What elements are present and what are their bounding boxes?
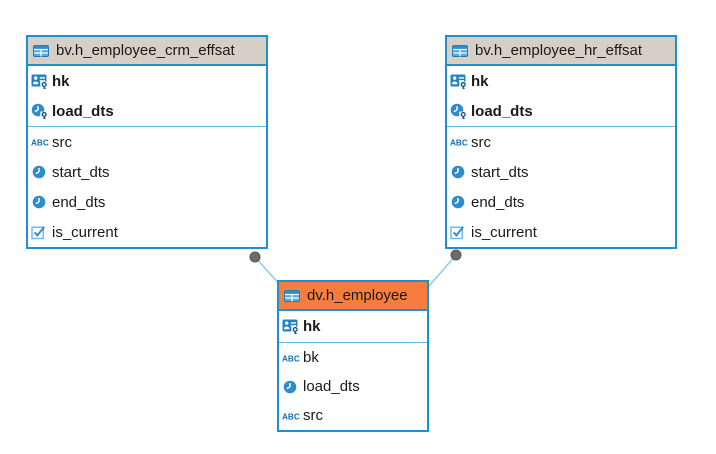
relationship-connector-crm[interactable] xyxy=(249,251,282,287)
column-name: load_dts xyxy=(52,102,114,120)
relationship-connector-hr[interactable] xyxy=(428,249,462,287)
hash-key-icon xyxy=(450,73,469,90)
column-name: bk xyxy=(303,349,319,366)
column-row-start-dts[interactable]: start_dts xyxy=(28,157,266,187)
column-name: hk xyxy=(303,318,321,335)
column-name: load_dts xyxy=(303,378,360,395)
column-row-src[interactable]: ABC src xyxy=(279,401,427,430)
table-dv-h-employee[interactable]: dv.h_employee hk ABC bk load_dts xyxy=(277,280,429,432)
column-name: is_current xyxy=(52,223,118,241)
column-name: src xyxy=(471,133,491,151)
timestamp-icon xyxy=(31,194,50,210)
column-name: start_dts xyxy=(471,163,529,181)
relationship-endpoint-dot[interactable] xyxy=(450,249,462,261)
column-row-end-dts[interactable]: end_dts xyxy=(28,187,266,217)
column-row-hk[interactable]: hk xyxy=(279,311,427,342)
boolean-icon xyxy=(31,224,50,240)
relationship-endpoint-dot[interactable] xyxy=(249,251,261,263)
timestamp-key-icon xyxy=(31,103,50,120)
timestamp-icon xyxy=(450,194,469,210)
column-name: load_dts xyxy=(471,102,533,120)
column-name: src xyxy=(52,133,72,151)
string-type-icon: ABC xyxy=(282,410,301,422)
column-name: src xyxy=(303,407,323,424)
table-title: dv.h_employee xyxy=(307,287,408,304)
key-section: hk load_dts xyxy=(28,66,266,126)
column-row-hk[interactable]: hk xyxy=(28,66,266,96)
column-name: hk xyxy=(52,72,70,90)
column-row-src[interactable]: ABC src xyxy=(447,127,675,157)
table-icon xyxy=(452,43,469,59)
table-title: bv.h_employee_hr_effsat xyxy=(475,42,643,59)
timestamp-icon xyxy=(450,164,469,180)
column-name: start_dts xyxy=(52,163,110,181)
table-icon xyxy=(33,43,50,59)
column-name: hk xyxy=(471,72,489,90)
column-row-load-dts[interactable]: load_dts xyxy=(28,96,266,126)
hash-key-icon xyxy=(282,318,301,335)
string-type-icon: ABC xyxy=(450,136,469,148)
timestamp-icon xyxy=(31,164,50,180)
column-section: ABC src start_dts end_dts is_c xyxy=(447,126,675,247)
column-row-load-dts[interactable]: load_dts xyxy=(447,96,675,126)
column-row-is-current[interactable]: is_current xyxy=(28,217,266,247)
column-row-load-dts[interactable]: load_dts xyxy=(279,372,427,401)
svg-text:ABC: ABC xyxy=(282,354,300,363)
column-row-hk[interactable]: hk xyxy=(447,66,675,96)
svg-text:ABC: ABC xyxy=(450,139,468,148)
column-row-is-current[interactable]: is_current xyxy=(447,217,675,247)
hash-key-icon xyxy=(31,73,50,90)
key-section: hk xyxy=(279,311,427,342)
key-section: hk load_dts xyxy=(447,66,675,126)
table-header[interactable]: bv.h_employee_crm_effsat xyxy=(28,37,266,66)
column-section: ABC src start_dts end_dts is_c xyxy=(28,126,266,247)
table-bv-h-employee-hr-effsat[interactable]: bv.h_employee_hr_effsat hk load_dts ABC xyxy=(445,35,677,249)
column-row-end-dts[interactable]: end_dts xyxy=(447,187,675,217)
column-row-src[interactable]: ABC src xyxy=(28,127,266,157)
table-title: bv.h_employee_crm_effsat xyxy=(56,42,235,59)
column-row-start-dts[interactable]: start_dts xyxy=(447,157,675,187)
svg-text:ABC: ABC xyxy=(31,139,49,148)
table-header[interactable]: bv.h_employee_hr_effsat xyxy=(447,37,675,66)
svg-text:ABC: ABC xyxy=(282,412,300,421)
column-name: end_dts xyxy=(52,193,106,211)
timestamp-icon xyxy=(282,379,301,395)
column-section: ABC bk load_dts ABC src xyxy=(279,342,427,430)
column-name: end_dts xyxy=(471,193,525,211)
string-type-icon: ABC xyxy=(31,136,50,148)
boolean-icon xyxy=(450,224,469,240)
table-header[interactable]: dv.h_employee xyxy=(279,282,427,311)
table-icon xyxy=(284,288,301,304)
column-row-bk[interactable]: ABC bk xyxy=(279,343,427,372)
timestamp-key-icon xyxy=(450,103,469,120)
column-name: is_current xyxy=(471,223,537,241)
string-type-icon: ABC xyxy=(282,352,301,364)
table-bv-h-employee-crm-effsat[interactable]: bv.h_employee_crm_effsat hk load_dts ABC xyxy=(26,35,268,249)
